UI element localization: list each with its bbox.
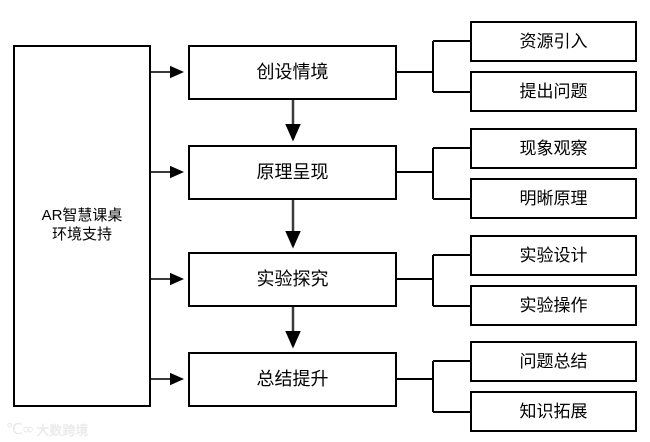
bracket-stage-2 bbox=[397, 147, 470, 200]
stage-node-3: 实验探究 bbox=[188, 252, 397, 307]
stage-node-2-label: 原理呈现 bbox=[256, 162, 329, 183]
leaf-node-4-b: 知识拓展 bbox=[470, 391, 637, 432]
watermark: ℃∞ 大数跨境 bbox=[6, 418, 110, 440]
leaf-node-3-a: 实验设计 bbox=[470, 235, 637, 276]
stage-node-3-label: 实验探究 bbox=[256, 269, 329, 290]
stage-node-2: 原理呈现 bbox=[188, 145, 397, 200]
leaf-node-3-b: 实验操作 bbox=[470, 285, 637, 326]
stage-node-4: 总结提升 bbox=[188, 352, 397, 407]
leaf-node-1-b: 提出问题 bbox=[470, 71, 637, 112]
stage-node-4-label: 总结提升 bbox=[256, 369, 329, 390]
leaf-node-2-a: 现象观察 bbox=[470, 128, 637, 169]
leaf-node-4-a: 问题总结 bbox=[470, 341, 637, 382]
watermark-label: 大数跨境 bbox=[36, 422, 89, 438]
root-node-ar-smart-desk: AR智慧课桌 环境支持 bbox=[13, 45, 151, 407]
root-node-label: AR智慧课桌 环境支持 bbox=[41, 207, 123, 243]
leaf-node-3-b-label: 实验操作 bbox=[519, 295, 588, 315]
leaf-node-2-b: 明晰原理 bbox=[470, 178, 637, 219]
bracket-stage-1 bbox=[397, 40, 470, 93]
leaf-node-1-b-label: 提出问题 bbox=[519, 81, 588, 101]
leaf-node-3-a-label: 实验设计 bbox=[519, 245, 588, 265]
leaf-node-2-b-label: 明晰原理 bbox=[519, 188, 588, 208]
watermark-logo-icon: ℃∞ bbox=[6, 420, 34, 438]
leaf-node-1-a: 资源引入 bbox=[470, 21, 637, 62]
leaf-node-4-b-label: 知识拓展 bbox=[519, 401, 588, 421]
bracket-stage-4 bbox=[397, 360, 470, 413]
stage-node-1: 创设情境 bbox=[188, 45, 397, 100]
stage-node-1-label: 创设情境 bbox=[256, 62, 329, 83]
leaf-node-2-a-label: 现象观察 bbox=[519, 138, 588, 158]
leaf-node-1-a-label: 资源引入 bbox=[519, 31, 588, 51]
leaf-node-4-a-label: 问题总结 bbox=[519, 351, 588, 371]
bracket-stage-3 bbox=[397, 254, 470, 307]
